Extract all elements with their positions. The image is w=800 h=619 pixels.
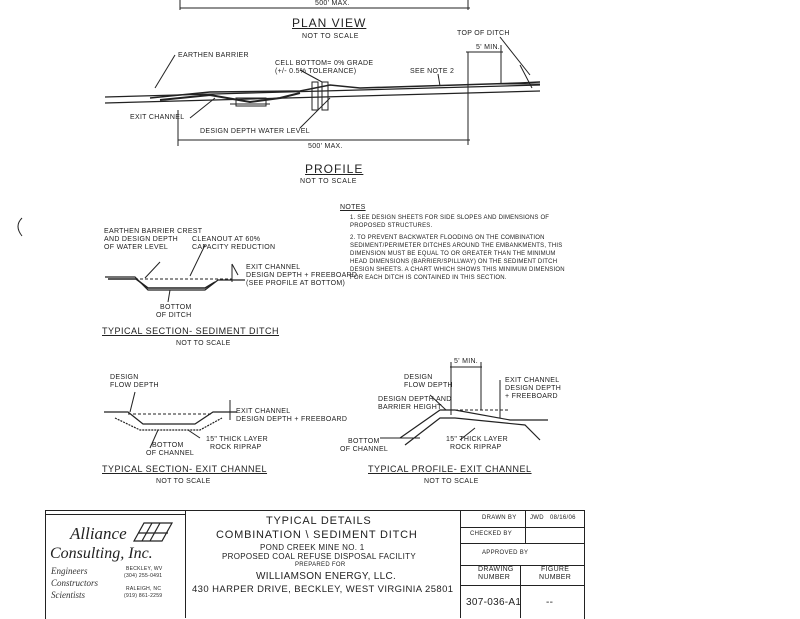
exit-channel-label: EXIT CHANNEL [130, 114, 185, 121]
office-beckley: BECKLEY, WV [126, 566, 163, 572]
exit-channel-freeboard-label-2: DESIGN DEPTH + FREEBOARD [246, 272, 358, 279]
mine-name: POND CREEK MINE NO. 1 [260, 543, 365, 552]
drawn-by-value: JWD [530, 515, 544, 521]
bottom-of-ditch-label: BOTTOM [160, 304, 192, 311]
drawing-number-value: 307-036-A1 [466, 597, 522, 608]
section-exit-title: TYPICAL SECTION- EXIT CHANNEL [102, 464, 268, 474]
profile-design-flow-label: DESIGN [404, 374, 433, 381]
figure-number-label-2: NUMBER [539, 574, 572, 581]
checked-by-label: CHECKED BY [470, 531, 513, 537]
cell-bottom-label: CELL BOTTOM= 0% GRADE [275, 60, 374, 67]
design-flow-label: DESIGN [110, 374, 139, 381]
drawn-date: 08/16/06 [550, 515, 576, 521]
discipline-1: Engineers [51, 566, 88, 576]
note-2: 2. TO PREVENT BACKWATER FLOODING ON THE … [350, 235, 565, 281]
profile-exit-freeboard-label: + FREEBOARD [505, 393, 558, 400]
company-name: Alliance [70, 524, 127, 543]
figure-number-label: FIGURE [541, 566, 570, 573]
drawing-title: TYPICAL DETAILS [266, 515, 372, 527]
drawing-number-label-2: NUMBER [478, 574, 511, 581]
see-note-label: SEE NOTE 2 [410, 68, 455, 75]
discipline-2: Constructors [51, 578, 99, 588]
riprap-label: 15" THICK LAYER [206, 436, 268, 443]
exit-channel-freeboard-label: EXIT CHANNEL [246, 264, 301, 271]
design-depth-label: DESIGN DEPTH WATER LEVEL [200, 128, 310, 135]
profile-exit-channel-label: EXIT CHANNEL [505, 377, 560, 384]
section-sediment-scale: NOT TO SCALE [176, 340, 231, 347]
exit-channel-label-2: EXIT CHANNEL [236, 408, 291, 415]
company-logo-icon [132, 522, 174, 542]
exit-design-depth-label: DESIGN DEPTH + FREEBOARD [236, 416, 348, 423]
profile-exit-scale: NOT TO SCALE [424, 478, 479, 485]
design-flow-label-2: FLOW DEPTH [110, 382, 159, 389]
bottom-of-channel-label-2: OF CHANNEL [146, 450, 195, 457]
prepared-for: PREPARED FOR [295, 562, 346, 568]
profile-exit-design-depth-label: DESIGN DEPTH [505, 385, 562, 392]
profile-design-flow-label-2: FLOW DEPTH [404, 382, 453, 389]
discipline-3: Scientists [51, 590, 85, 600]
cleanout-label: CLEANOUT AT 60% [192, 236, 261, 243]
figure-number-value: -- [546, 597, 554, 608]
earthen-barrier-label: EARTHEN BARRIER [178, 52, 249, 59]
top-dimension-label: 500' MAX. [315, 0, 350, 7]
profile-bottom-label: BOTTOM [348, 438, 380, 445]
profile-riprap-label: 15" THICK LAYER [446, 436, 508, 443]
barrier-crest-label-2: AND DESIGN DEPTH [104, 236, 179, 243]
client-address: 430 HARPER DRIVE, BECKLEY, WEST VIRGINIA… [192, 584, 454, 595]
office-raleigh-phone: (919) 861-2259 [124, 593, 163, 599]
drawing-number-label: DRAWING [478, 566, 514, 573]
notes-heading: NOTES [340, 204, 366, 211]
drawn-by-label: DRAWN BY [482, 515, 517, 521]
profile-min-width-label: 5' MIN. [454, 358, 479, 365]
profile-scale: NOT TO SCALE [300, 178, 357, 185]
section-exit-scale: NOT TO SCALE [156, 478, 211, 485]
facility-name: PROPOSED COAL REFUSE DISPOSAL FACILITY [222, 552, 416, 561]
profile-design-depth-label: DESIGN DEPTH AND [378, 396, 452, 403]
section-sediment-title: TYPICAL SECTION- SEDIMENT DITCH [102, 326, 280, 336]
drawing-subtitle: COMBINATION \ SEDIMENT DITCH [216, 529, 418, 541]
plan-view-scale: NOT TO SCALE [302, 33, 359, 40]
profile-exit-title: TYPICAL PROFILE- EXIT CHANNEL [368, 464, 532, 474]
min-width-label: 5' MIN. [476, 44, 501, 51]
profile-title: PROFILE [305, 162, 364, 176]
office-beckley-phone: (304) 255-0491 [124, 573, 163, 579]
barrier-crest-label-3: OF WATER LEVEL [104, 244, 169, 251]
cleanout-label-2: CAPACITY REDUCTION [192, 244, 276, 251]
plan-view-title: PLAN VIEW [292, 16, 367, 30]
top-of-ditch-label: TOP OF DITCH [457, 30, 510, 37]
barrier-crest-label: EARTHEN BARRIER CREST [104, 228, 203, 235]
company-name-2: Consulting, Inc. [50, 545, 153, 562]
profile-barrier-height-label: BARRIER HEIGHT [378, 404, 442, 411]
title-block [45, 510, 585, 619]
note-1: 1. SEE DESIGN SHEETS FOR SIDE SLOPES AND… [350, 215, 550, 229]
profile-riprap-label-2: ROCK RIPRAP [450, 444, 502, 451]
bottom-of-channel-label: BOTTOM [152, 442, 184, 449]
bottom-dimension-label: 500' MAX. [308, 143, 343, 150]
approved-by-label: APPROVED BY [482, 550, 529, 556]
exit-channel-freeboard-label-3: (SEE PROFILE AT BOTTOM) [246, 280, 346, 287]
cell-bottom-tolerance: (+/- 0.5% TOLERANCE) [275, 68, 357, 75]
riprap-label-2: ROCK RIPRAP [210, 444, 262, 451]
client-name: WILLIAMSON ENERGY, LLC. [256, 571, 397, 582]
bottom-of-ditch-label-2: OF DITCH [156, 312, 192, 319]
profile-bottom-label-2: OF CHANNEL [340, 446, 389, 453]
office-raleigh: RALEIGH, NC [126, 586, 162, 592]
